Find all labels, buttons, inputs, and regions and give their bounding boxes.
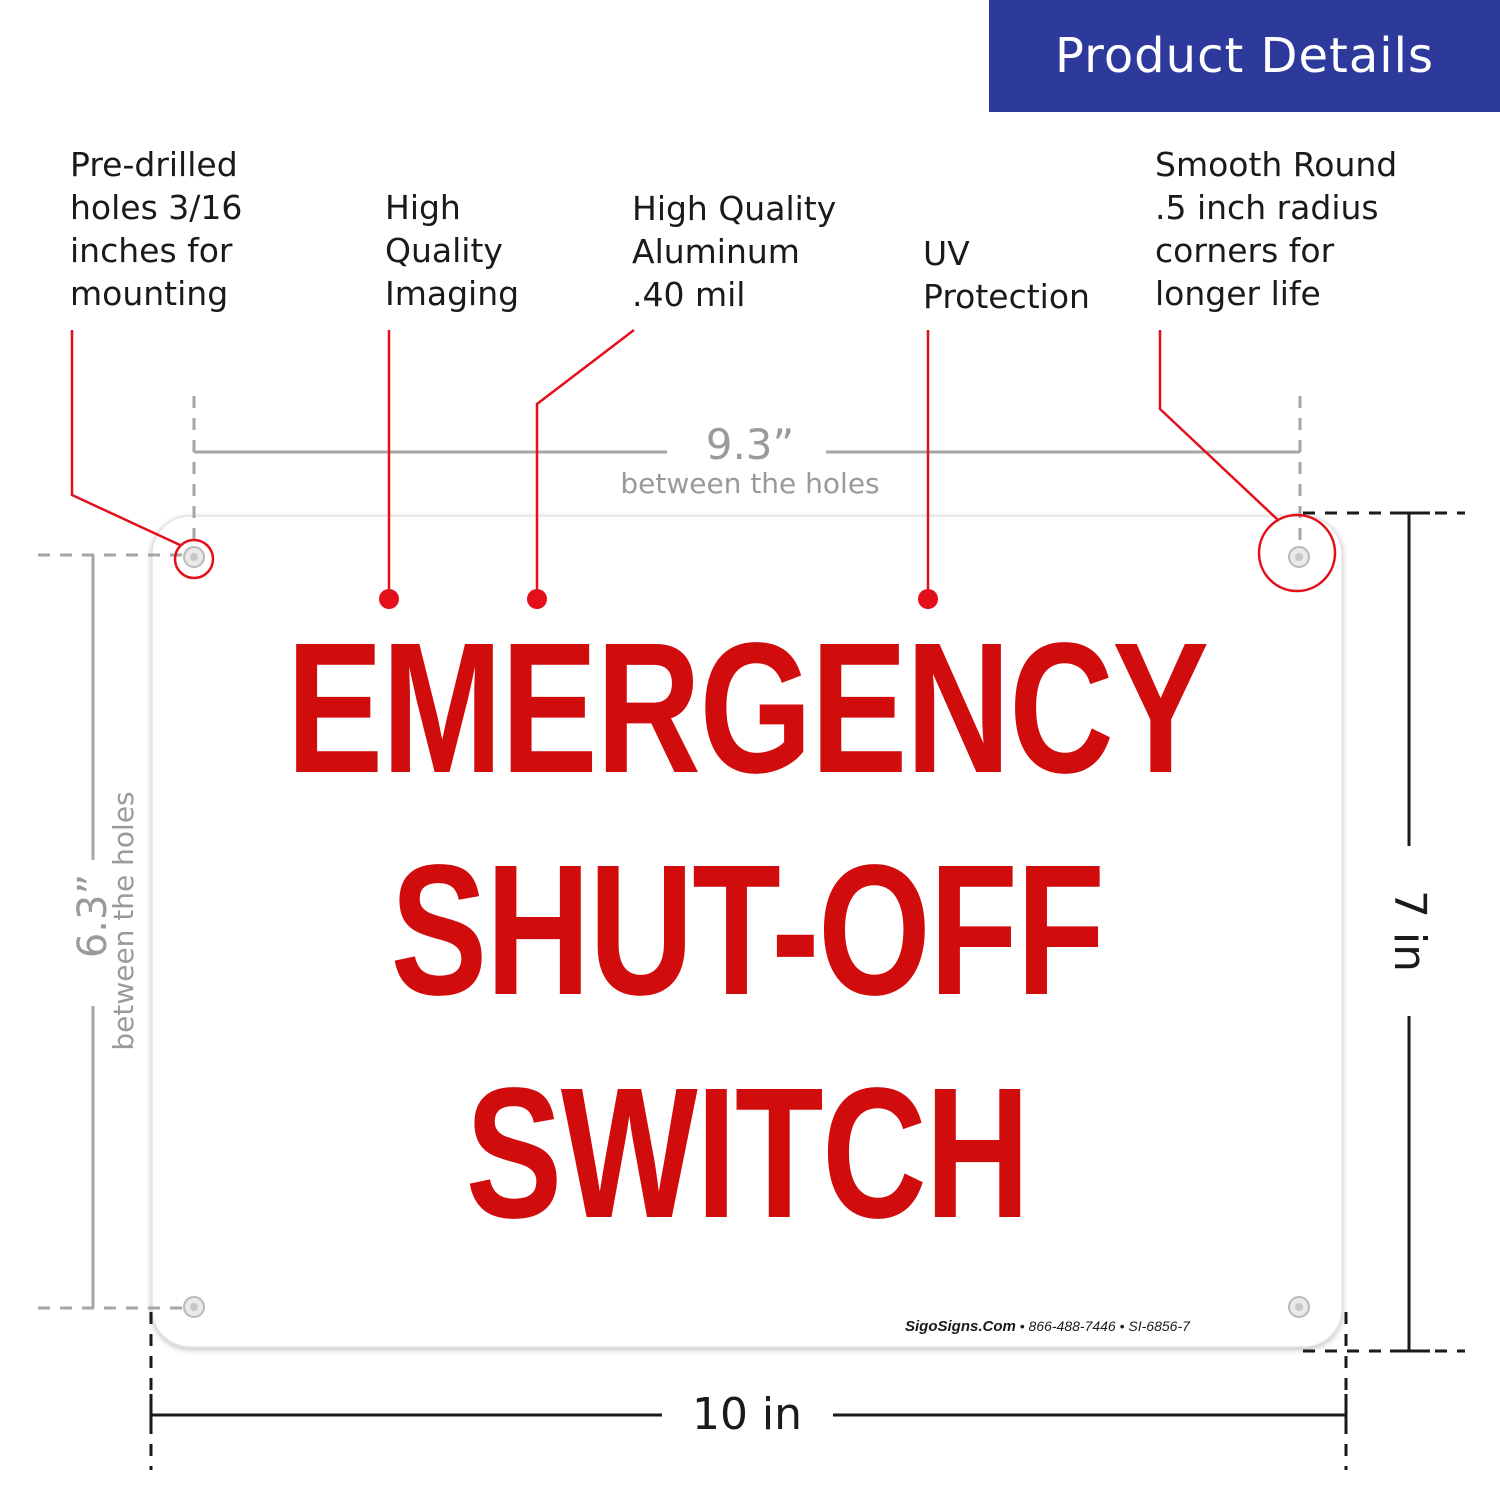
callout-holes-line: mounting xyxy=(70,274,229,313)
sign-width-dimension xyxy=(149,1312,1348,1470)
callout-corners-line: corners for xyxy=(1155,231,1335,270)
callout-aluminum-line: .40 mil xyxy=(632,275,746,314)
sign-footer-separator: • xyxy=(1119,1318,1129,1334)
header-title: Product Details xyxy=(1055,28,1434,84)
callout-leader-holes xyxy=(70,330,215,580)
callout-imaging: High Quality Imaging xyxy=(385,186,519,315)
sign-footer: SigoSigns.Com • 866-488-7446 • SI-6856-7 xyxy=(905,1318,1190,1335)
hole-height-caption: between the holes xyxy=(107,791,140,1051)
callout-imaging-line: Quality xyxy=(385,231,503,270)
mounting-hole-bottom-right xyxy=(1288,1296,1310,1318)
callout-imaging-line: Imaging xyxy=(385,274,520,313)
sign-footer-sku: SI-6856-7 xyxy=(1128,1318,1190,1334)
callout-corners: Smooth Round .5 inch radius corners for … xyxy=(1155,143,1397,315)
callout-leader-corners xyxy=(1158,330,1337,593)
callout-uv: UV Protection xyxy=(923,232,1090,318)
mounting-hole-bottom-left xyxy=(183,1296,205,1318)
hole-width-value: 9.3” xyxy=(705,420,795,469)
sign-footer-phone: 866-488-7446 xyxy=(1028,1318,1116,1334)
sign-height-label: 7 in xyxy=(1384,889,1435,973)
callout-holes-line: inches for xyxy=(70,231,233,270)
callout-corners-line: longer life xyxy=(1155,274,1321,313)
hole-height-dimension xyxy=(38,553,190,1310)
sign-plate xyxy=(151,515,1343,1348)
callout-uv-line: UV xyxy=(923,234,970,273)
mounting-hole-top-left xyxy=(183,546,205,568)
sign-line-shut-off: SHUT-OFF xyxy=(390,827,1105,1034)
callout-leader-imaging xyxy=(379,330,399,609)
callout-leader-aluminum xyxy=(527,329,635,609)
sign-height-dimension xyxy=(1303,511,1465,1353)
callout-holes-line: holes 3/16 xyxy=(70,188,243,227)
callout-holes-line: Pre-drilled xyxy=(70,145,238,184)
callout-corners-line: Smooth Round xyxy=(1155,145,1398,184)
callout-uv-line: Protection xyxy=(923,277,1090,316)
hole-width-caption: between the holes xyxy=(620,467,880,500)
callout-corners-line: .5 inch radius xyxy=(1155,188,1379,227)
sign-line-switch: SWITCH xyxy=(465,1050,1030,1257)
callout-leader-uv xyxy=(918,330,938,609)
sign-footer-brand: SigoSigns.Com xyxy=(905,1318,1016,1335)
callout-aluminum-line: Aluminum xyxy=(632,232,800,271)
sign-width-label: 10 in xyxy=(691,1389,803,1440)
callout-aluminum: High Quality Aluminum .40 mil xyxy=(632,187,836,316)
sign-footer-separator: • xyxy=(1019,1318,1029,1334)
sign-line-emergency: EMERGENCY xyxy=(286,605,1209,812)
hole-width-dimension xyxy=(192,396,1302,545)
callout-imaging-line: High xyxy=(385,188,461,227)
callout-aluminum-line: High Quality xyxy=(632,189,837,228)
product-details-header: Product Details xyxy=(989,0,1500,112)
mounting-hole-top-right xyxy=(1288,546,1310,568)
callout-holes: Pre-drilled holes 3/16 inches for mounti… xyxy=(70,143,242,315)
